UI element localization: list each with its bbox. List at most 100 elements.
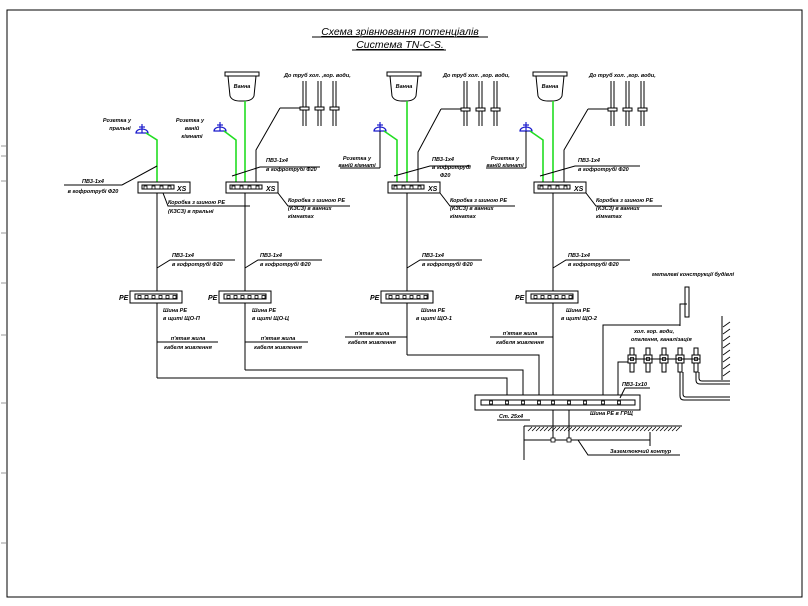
- cable-label: ПВ3-1х4: [432, 157, 454, 163]
- socket-icon: [373, 122, 387, 132]
- socket-label: пральні: [109, 126, 131, 132]
- title-line-1: Схема зрівнювання потенціалів: [321, 26, 479, 38]
- xs-tag: XS: [427, 186, 438, 193]
- feed-note: кабеля живлення: [496, 339, 544, 346]
- terminal: [547, 295, 552, 299]
- feed-note: п'ятая жила: [355, 331, 390, 337]
- cable-label: в гофротрубі Ф20: [568, 261, 619, 268]
- socket-label: кімнаті: [181, 134, 203, 140]
- feed-note: п'ятая жила: [503, 331, 538, 337]
- pipes-icon: [299, 81, 340, 126]
- pe-note: Шина PE: [421, 308, 445, 314]
- bonding-conductors: [157, 312, 681, 402]
- terminal: [247, 185, 252, 190]
- left-margin-ticks: [1, 145, 6, 544]
- cable-label: в гофротрубі: [432, 164, 471, 171]
- pipes-label: хол. гор. води,: [633, 329, 675, 335]
- terminal: [233, 295, 238, 299]
- terminal: [583, 400, 587, 405]
- terminal: [561, 295, 566, 299]
- terminal: [240, 295, 245, 299]
- pipes-label: До труб хол. ,гор. води,: [588, 72, 656, 79]
- group-laundry: Розетка у пральні ПВ3-1х4 в гофротрубі Ф…: [64, 118, 250, 378]
- terminal: [533, 295, 538, 299]
- cable-label: в гофротрубі Ф20: [260, 261, 311, 268]
- terminal: [409, 295, 414, 299]
- terminal: [151, 295, 156, 299]
- cable-label: ПВ3-1х10: [622, 382, 647, 388]
- pipes-label: До труб хол. ,гор. води,: [283, 72, 351, 79]
- feed-note: кабеля живлення: [348, 339, 396, 346]
- pe-tag: PE: [515, 295, 525, 302]
- terminal: [555, 185, 560, 190]
- cable-label: ПВ3-1х4: [82, 179, 104, 185]
- feed-note: п'ятая жила: [261, 336, 296, 342]
- main-earthing-bus: Ст. 25х4 Шина PE в ГРЩ ПВ3-1х10 Заземлюю…: [474, 382, 682, 460]
- terminal: [239, 185, 244, 190]
- terminal: [255, 185, 260, 190]
- terminal: [165, 295, 170, 299]
- box-note: (КЗСЗ) в ванних: [596, 206, 641, 212]
- pe-note: Шина PE: [566, 308, 590, 314]
- terminal: [137, 295, 142, 299]
- terminal: [144, 295, 149, 299]
- socket-label: ваній кімнаті: [338, 162, 376, 169]
- terminal: [401, 185, 406, 190]
- metal-label: металеві конструкції будівлі: [652, 271, 735, 278]
- socket-label: Розетка у: [343, 156, 372, 162]
- terminal: [540, 295, 545, 299]
- cable-label: ПВ3-1х4: [422, 253, 444, 259]
- box-note: Коробка з шиною PE: [596, 197, 653, 204]
- pipes-icon: [627, 347, 730, 401]
- cable-label: ПВ3-1х4: [578, 158, 600, 164]
- terminal: [505, 400, 509, 405]
- box-note: кімнатах: [288, 214, 315, 220]
- terminal: [539, 185, 544, 190]
- terminal: [521, 400, 525, 405]
- box-note: Коробка з шиною PE: [288, 197, 345, 204]
- terminal: [551, 400, 555, 405]
- bathtub-icon: Ванна: [532, 71, 568, 102]
- pipes-icon: [460, 81, 501, 126]
- ground-hatch: [527, 426, 681, 432]
- cable-label: ПВ3-1х4: [266, 158, 288, 164]
- cable-label: ПВ3-1х4: [172, 253, 194, 259]
- terminal: [231, 185, 236, 190]
- terminal: [617, 400, 621, 405]
- cable-label: в гофротрубі Ф20: [68, 188, 119, 195]
- terminal: [159, 185, 164, 190]
- terminal: [489, 400, 493, 405]
- socket-label: Розетка у: [103, 118, 132, 124]
- box-note: кімнатах: [596, 214, 623, 220]
- terminal: [416, 295, 421, 299]
- xs-tag: XS: [573, 186, 584, 193]
- box-note: (КЗСЗ) в ванних: [450, 206, 495, 212]
- terminal: [167, 185, 172, 190]
- group-bath-2: Ванна До труб хол. ,гор. води, Розетка у…: [338, 71, 515, 355]
- terminal: [388, 295, 393, 299]
- pe-tag: PE: [208, 295, 218, 302]
- socket-label: ваній кімнаті: [486, 162, 524, 169]
- pe-note: в щиті ЩО-2: [561, 316, 597, 322]
- box-note: (КЗСЗ) в ванних: [288, 206, 333, 212]
- pe-note: в щиті ЩО-Ц: [252, 316, 289, 322]
- terminal: [554, 295, 559, 299]
- building-structures: металеві конструкції будівлі хол. гор. в…: [617, 271, 735, 401]
- cable-label: ПВ3-1х4: [260, 253, 282, 259]
- pipes-label: опалення, каналізація: [631, 337, 692, 343]
- terminal: [537, 400, 541, 405]
- socket-label: ваній: [185, 125, 200, 132]
- title-line-2: Система TN-C-S.: [356, 39, 444, 51]
- group-bath-1: Ванна До труб хол. ,гор. води, Розетка у…: [176, 71, 351, 370]
- pe-tag: PE: [370, 295, 380, 302]
- bathtub-icon: Ванна: [386, 71, 422, 102]
- terminal: [409, 185, 414, 190]
- pe-note: в щиті ЩО-П: [163, 316, 201, 322]
- terminal: [417, 185, 422, 190]
- ground-label: Заземлюючий контур: [610, 448, 672, 455]
- pe-note: в щиті ЩО-1: [416, 316, 452, 322]
- pipes-icon: [607, 81, 648, 126]
- box-note: Коробка з шиною PE: [168, 199, 225, 206]
- terminal: [254, 295, 259, 299]
